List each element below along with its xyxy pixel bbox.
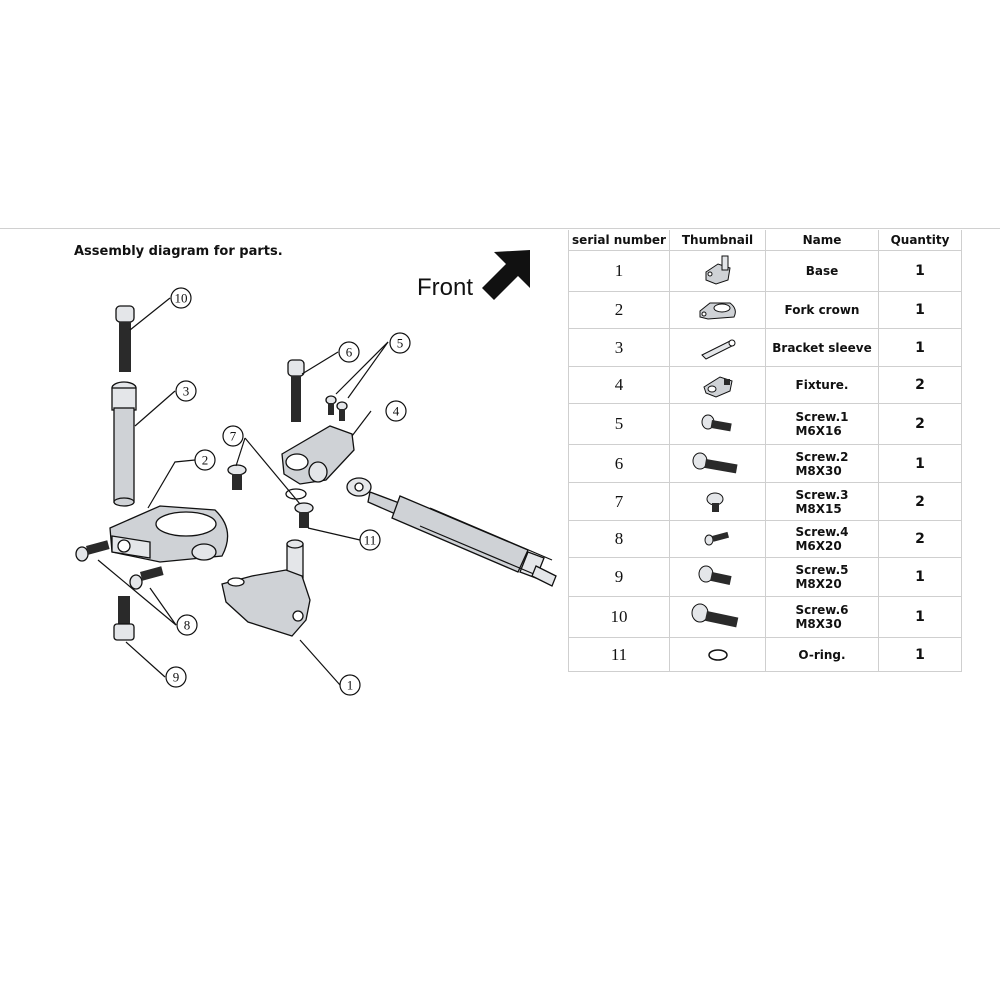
svg-text:10: 10 (175, 291, 188, 306)
svg-text:11: 11 (364, 533, 377, 548)
callout-11: 11 (359, 529, 381, 551)
front-label: Front (417, 274, 474, 301)
fork-crown-drawing (109, 505, 229, 563)
assembly-diagram: 10 3 2 6 5 4 7 11 8 9 1 (75, 287, 557, 696)
fixture-drawing (281, 425, 355, 485)
parts-table: serial number Thumbnail Name Quantity 1 … (568, 230, 962, 672)
callout-5: 5 (389, 332, 411, 354)
top-divider (0, 228, 1000, 229)
table-row: 11 O-ring. 1 (568, 637, 962, 672)
bracket-sleeve-drawing (111, 381, 137, 507)
screw-7-drawing (227, 464, 314, 528)
callout-3: 3 (175, 380, 197, 402)
screw-9-drawing (113, 596, 135, 641)
bracket-sleeve-icon (700, 339, 735, 360)
header-quantity: Quantity (878, 230, 962, 251)
svg-text:4: 4 (393, 404, 400, 419)
screw-icon (704, 531, 729, 546)
svg-text:8: 8 (184, 618, 191, 633)
svg-text:1: 1 (347, 678, 354, 693)
screw-icon (701, 414, 732, 432)
front-arrow-icon (482, 250, 530, 300)
table-row: 2 Fork crown 1 (568, 291, 962, 329)
base-icon (705, 255, 731, 285)
header-serial: serial number (568, 230, 670, 251)
button-screw-icon (706, 492, 723, 512)
screw-6-drawing (287, 359, 305, 422)
callout-10: 10 (170, 287, 192, 309)
callout-9: 9 (165, 666, 187, 688)
header-name: Name (765, 230, 879, 251)
callout-8: 8 (176, 614, 198, 636)
screw-icon (692, 452, 738, 473)
svg-text:2: 2 (202, 453, 209, 468)
svg-text:5: 5 (397, 336, 404, 351)
o-ring-icon (707, 648, 728, 661)
callout-1: 1 (339, 674, 361, 696)
table-row: 3 Bracket sleeve 1 (568, 328, 962, 367)
fixture-icon (702, 376, 733, 398)
callout-7: 7 (222, 425, 244, 447)
screw-icon (698, 565, 732, 585)
table-row: 4 Fixture. 2 (568, 366, 962, 404)
callout-6: 6 (338, 341, 360, 363)
svg-text:3: 3 (183, 384, 190, 399)
screw-10-drawing (115, 305, 135, 372)
table-row: 1 Base 1 (568, 250, 962, 292)
table-header-row: serial number Thumbnail Name Quantity (568, 230, 962, 251)
screw-5-drawing (325, 395, 348, 421)
svg-text:9: 9 (173, 670, 180, 685)
diagram-title: Assembly diagram for parts. (74, 244, 283, 259)
screw-8-drawing (75, 540, 164, 590)
screw-icon (691, 603, 738, 628)
leader-lines (97, 297, 389, 686)
callout-2: 2 (194, 449, 216, 471)
svg-text:7: 7 (230, 429, 237, 444)
steering-damper-drawing (346, 477, 557, 587)
fork-crown-icon (699, 302, 736, 320)
base-drawing (221, 539, 311, 637)
header-thumbnail: Thumbnail (669, 230, 766, 251)
svg-text:6: 6 (346, 345, 353, 360)
callout-4: 4 (385, 400, 407, 422)
